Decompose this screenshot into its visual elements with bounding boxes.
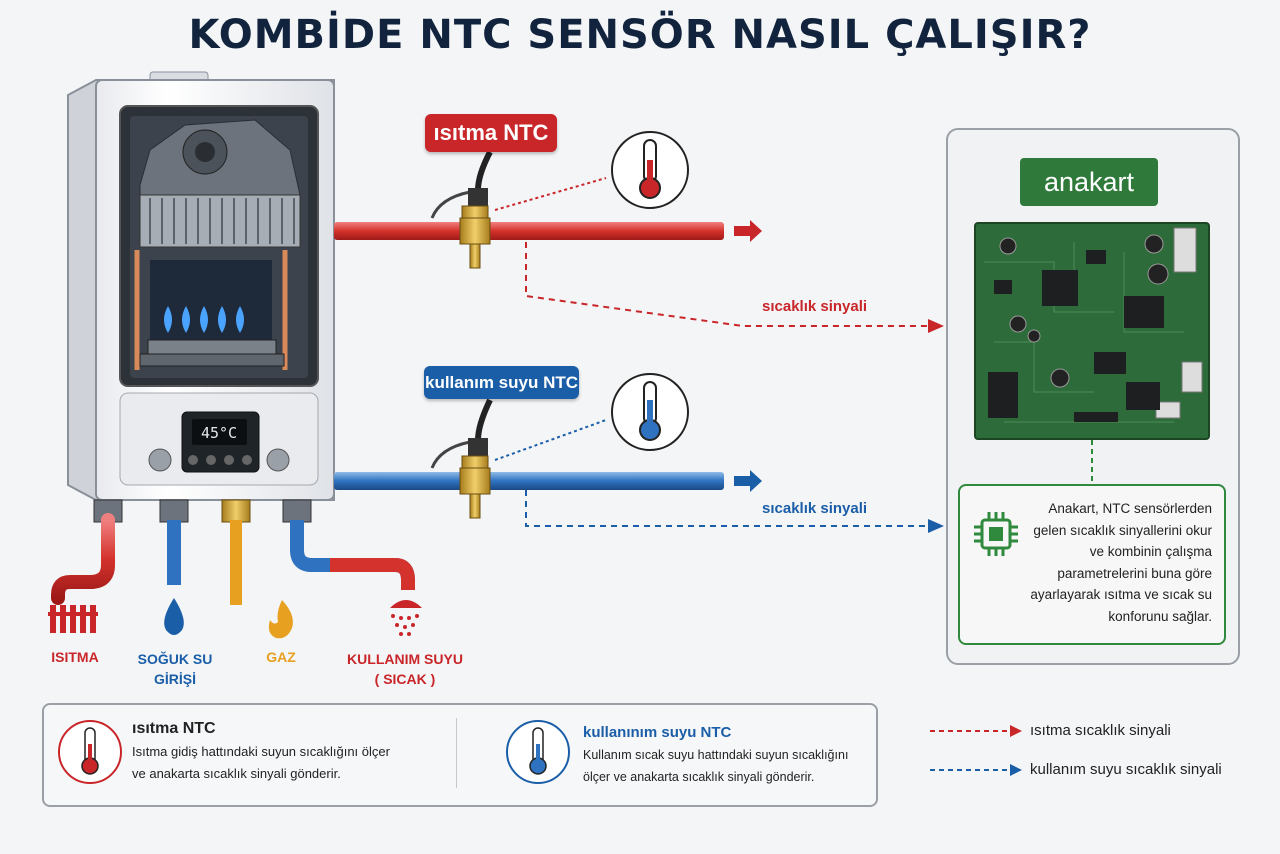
radiator-icon: [48, 605, 98, 633]
legend-heating-desc: Isıtma gidiş hattındaki suyun sıcaklığın…: [132, 741, 452, 785]
dhw-outlet-label: KULLANIM SUYU ( SICAK ): [345, 649, 465, 689]
heating-pipe: [334, 222, 724, 240]
dhw-outlet-line2: ( SICAK ): [374, 671, 436, 687]
page-title: KOMBİDE NTC SENSÖR NASIL ÇALIŞIR?: [188, 12, 1092, 58]
legend-heating-desc-line2: ve anakarta sıcaklık sinyali gönderir.: [132, 766, 341, 781]
panel-button[interactable]: [206, 455, 216, 465]
legend-dhw-title: kullanınım suyu NTC: [583, 724, 732, 741]
dhw-signal-line: [525, 490, 928, 527]
dhw-signal-label: sıcaklık sinyali: [762, 500, 868, 517]
gas-outlet-label: GAZ: [266, 649, 296, 665]
water-drop-icon: [164, 598, 184, 635]
cold-water-outlet-label: SOĞUK SU GİRİŞİ: [130, 649, 220, 689]
heating-outlet-label: ISITMA: [51, 649, 99, 665]
heating-ntc-sensor: [430, 150, 493, 269]
flame-icon: [268, 600, 293, 639]
knob-left[interactable]: [148, 448, 172, 472]
chip-icon: [974, 512, 1018, 556]
boiler: 45°C: [67, 71, 335, 501]
heating-flow-arrow: [734, 220, 762, 242]
heating-signal-label: sıcaklık sinyali: [762, 298, 868, 315]
legend-heating-desc-line1: Isıtma gidiş hattındaki suyun sıcaklığın…: [132, 744, 390, 759]
legend-dhw-desc: Kullanım sıcak suyu hattındaki suyun sıc…: [583, 744, 873, 788]
dhw-ntc-tag: kullanım suyu NTC: [424, 366, 579, 399]
heating-ntc-tag: ısıtma NTC: [425, 114, 557, 152]
panel-button[interactable]: [242, 455, 252, 465]
dhw-signal-arrowhead: [928, 519, 944, 533]
legend-heating-title: ısıtma NTC: [132, 720, 216, 737]
board-connector-line: [1091, 440, 1093, 486]
display-readout: 45°C: [201, 424, 237, 442]
motherboard-description: Anakart, NTC sensörlerden gelen sıcaklık…: [1030, 501, 1212, 624]
legend-heating-thermometer-icon: [58, 720, 122, 784]
cold-water-line2: GİRİŞİ: [153, 671, 196, 687]
key-heating-signal-label: ısıtma sıcaklık sinyali: [1030, 722, 1171, 739]
dhw-thermometer-icon: [494, 373, 689, 461]
key-heating-arrowhead: [1010, 725, 1022, 737]
dhw-outlet-line1: KULLANIM SUYU: [347, 651, 463, 667]
legend-dhw-desc-line2: ölçer ve anakarta sıcaklık sinyali gönde…: [583, 770, 815, 784]
motherboard-title: anakart: [1020, 158, 1158, 206]
key-dhw-arrowhead: [1010, 764, 1022, 776]
legend-divider: [456, 718, 457, 788]
dhw-flow-arrow: [734, 470, 762, 492]
heating-signal-line: [525, 242, 928, 327]
bottom-pipes: [51, 499, 415, 605]
panel-button[interactable]: [224, 455, 234, 465]
legend-dhw-thermometer-icon: [506, 720, 570, 784]
heating-thermometer-icon: [494, 131, 689, 211]
cold-water-line1: SOĞUK SU: [137, 651, 213, 667]
dhw-ntc-sensor: [430, 398, 493, 519]
circuit-board-image: [974, 222, 1210, 440]
key-dhw-signal-label: kullanım suyu sıcaklık sinyali: [1030, 761, 1222, 778]
knob-right[interactable]: [266, 448, 290, 472]
motherboard-info-box: [958, 484, 1226, 645]
panel-button[interactable]: [188, 455, 198, 465]
legend-dhw-desc-line1: Kullanım sıcak suyu hattındaki suyun sıc…: [583, 748, 849, 762]
heating-signal-arrowhead: [928, 319, 944, 333]
legend-box: [42, 703, 878, 807]
shower-icon: [390, 600, 422, 636]
dhw-pipe: [334, 472, 724, 490]
